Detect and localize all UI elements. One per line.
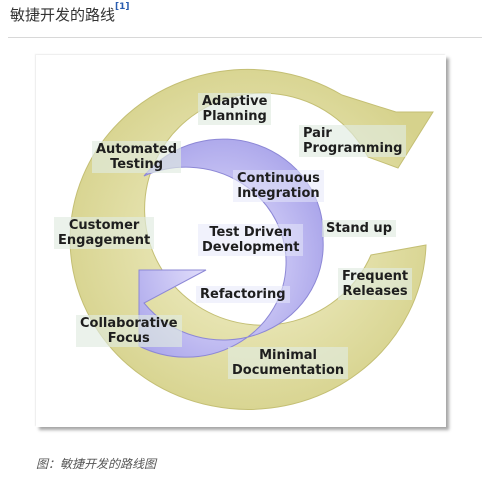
section-heading: 敏捷开发的路线[1]	[10, 2, 130, 25]
agile-roadmap-figure: Adaptive Planning Pair Programming Autom…	[36, 55, 446, 427]
label-refactoring: Refactoring	[196, 286, 290, 303]
figure-caption: 图：敏捷开发的路线图	[36, 457, 157, 471]
label-customer-engagement: Customer Engagement	[54, 217, 155, 249]
label-continuous-integration: Continuous Integration	[233, 170, 324, 202]
footnote-link[interactable]: [1]	[115, 2, 130, 12]
label-frequent-releases: Frequent Releases	[338, 268, 413, 300]
label-collaborative-focus: Collaborative Focus	[76, 315, 182, 347]
section-heading-text: 敏捷开发的路线	[10, 6, 116, 24]
label-stand-up: Stand up	[322, 220, 396, 237]
label-pair-programming: Pair Programming	[299, 125, 407, 157]
heading-divider	[8, 37, 482, 38]
label-test-driven-development: Test Driven Development	[198, 224, 304, 256]
label-automated-testing: Automated Testing	[92, 141, 182, 173]
label-adaptive-planning: Adaptive Planning	[198, 93, 272, 125]
label-minimal-documentation: Minimal Documentation	[228, 347, 349, 379]
